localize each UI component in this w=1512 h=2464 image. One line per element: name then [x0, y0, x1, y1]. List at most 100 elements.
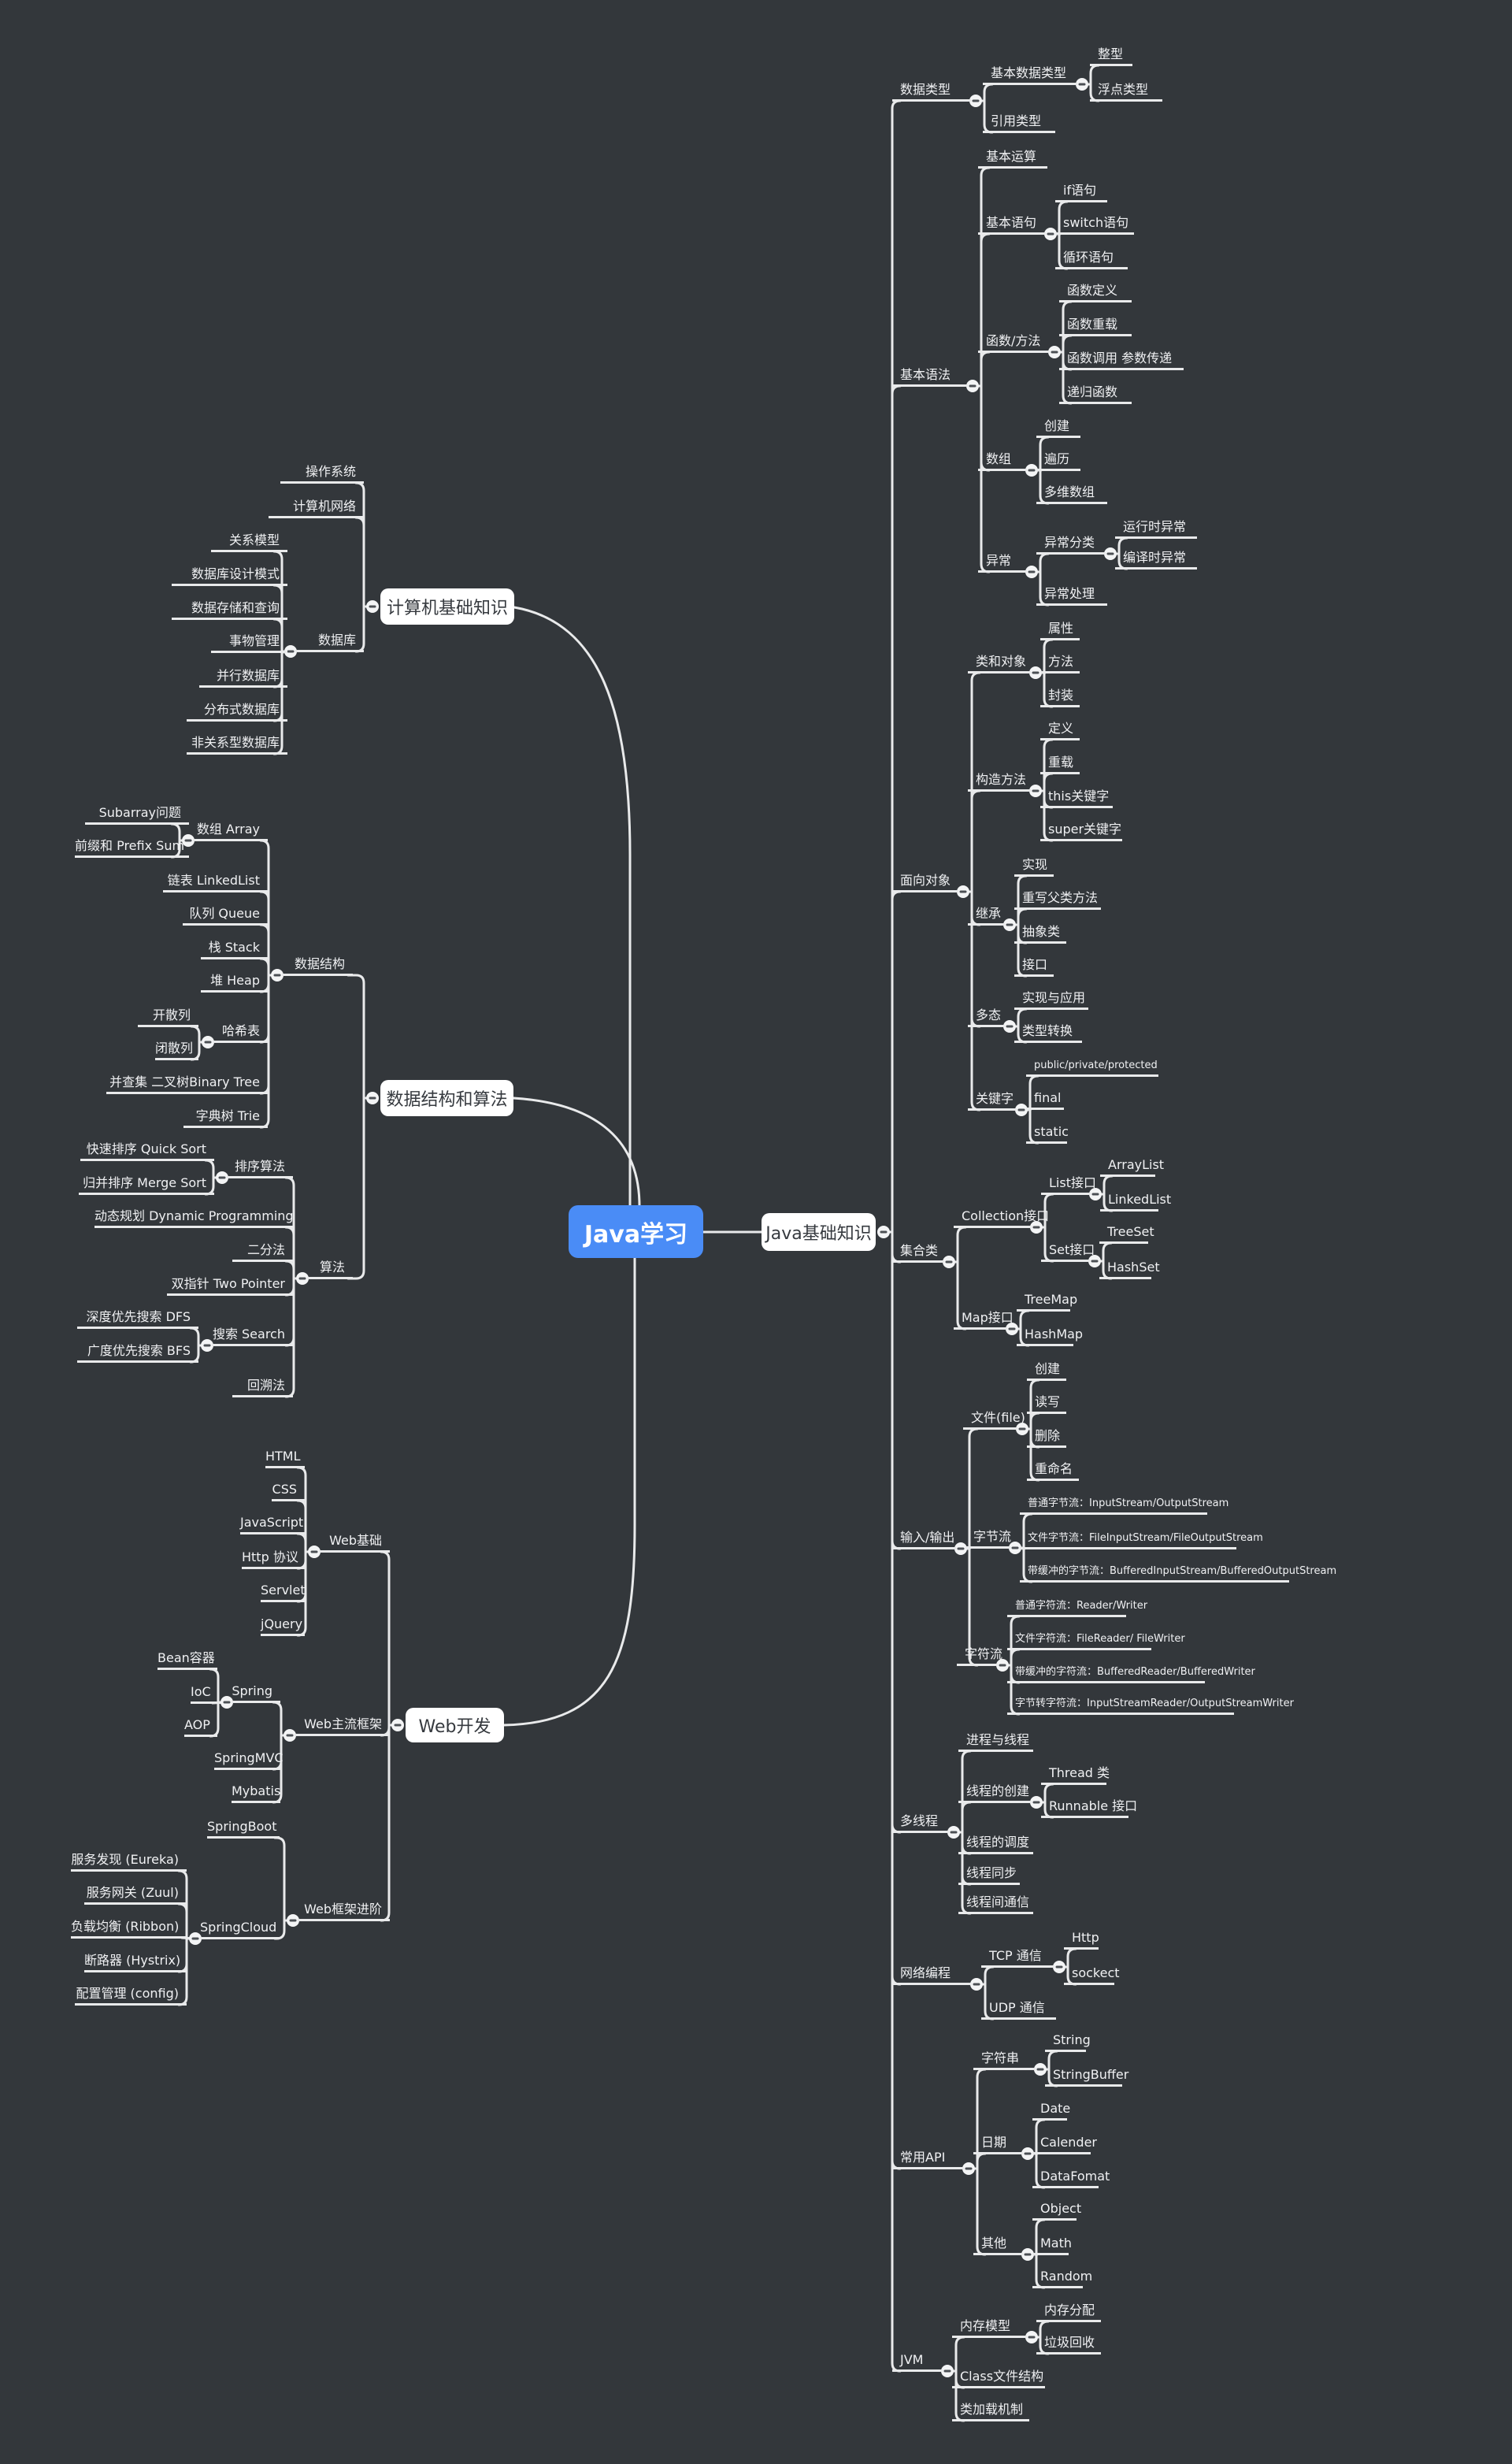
- node-w8[interactable]: Web主流框架: [295, 1716, 390, 1736]
- node-n211[interactable]: 数组: [978, 451, 1027, 471]
- node-c6[interactable]: 数据存储和查询: [172, 599, 287, 620]
- node-w6[interactable]: Servlet: [261, 1582, 306, 1602]
- node-n207[interactable]: 函数定义: [1059, 282, 1132, 302]
- node-n809[interactable]: Object: [1032, 2200, 1081, 2221]
- node-jb[interactable]: Java基础知识: [762, 1213, 876, 1251]
- node-n219[interactable]: 异常处理: [1036, 585, 1107, 606]
- node-n210[interactable]: 递归函数: [1059, 384, 1132, 404]
- node-n601[interactable]: 进程与线程: [958, 1731, 1033, 1752]
- node-n303[interactable]: 方法: [1040, 653, 1080, 674]
- node-n808[interactable]: 其他: [973, 2235, 1023, 2255]
- node-n203[interactable]: if语句: [1055, 182, 1107, 202]
- node-n308[interactable]: this关键字: [1040, 788, 1113, 808]
- node-n811[interactable]: Random: [1032, 2268, 1092, 2288]
- node-n510[interactable]: 字符流: [957, 1646, 1002, 1666]
- node-n312[interactable]: 重写父类方法: [1014, 889, 1101, 910]
- node-n602[interactable]: 线程的创建: [958, 1783, 1032, 1803]
- node-n902[interactable]: 内存分配: [1036, 2302, 1101, 2322]
- node-t7[interactable]: 网络编程: [892, 1965, 972, 1985]
- node-c4[interactable]: 关系模型: [211, 532, 287, 552]
- node-a4[interactable]: 归并排序 Merge Sort: [79, 1174, 214, 1195]
- node-d7[interactable]: 栈 Stack: [201, 939, 268, 959]
- node-w7[interactable]: jQuery: [261, 1616, 305, 1636]
- node-a11[interactable]: 回溯法: [232, 1377, 293, 1397]
- node-n512[interactable]: 文件字符流：FileReader/ FileWriter: [1007, 1630, 1185, 1650]
- node-n208[interactable]: 函数重载: [1059, 316, 1132, 336]
- node-web[interactable]: Web开发: [406, 1708, 504, 1742]
- node-n201[interactable]: 基本运算: [978, 148, 1047, 169]
- node-n505[interactable]: 重命名: [1027, 1460, 1079, 1481]
- node-c1[interactable]: 操作系统: [280, 463, 364, 484]
- node-n216[interactable]: 异常分类: [1036, 534, 1106, 555]
- node-d10[interactable]: 开散列: [138, 1007, 198, 1027]
- node-n801[interactable]: 字符串: [973, 2050, 1036, 2070]
- node-n313[interactable]: 抽象类: [1014, 923, 1066, 944]
- node-t4[interactable]: 集合类: [892, 1242, 944, 1263]
- node-n310[interactable]: 继承: [968, 905, 1005, 926]
- node-n218[interactable]: 编译时异常: [1115, 549, 1197, 570]
- node-dsa[interactable]: 数据结构和算法: [380, 1080, 513, 1116]
- node-d11[interactable]: 闭散列: [155, 1040, 198, 1060]
- node-n305[interactable]: 构造方法: [968, 771, 1031, 792]
- node-a2[interactable]: 排序算法: [227, 1158, 293, 1178]
- node-w19[interactable]: 服务网关 (Zuul): [84, 1884, 187, 1905]
- node-w9[interactable]: Spring: [232, 1683, 280, 1703]
- node-d13[interactable]: 字典树 Trie: [183, 1108, 268, 1128]
- node-n403[interactable]: ArrayList: [1100, 1156, 1164, 1177]
- node-c8[interactable]: 并行数据库: [199, 667, 287, 688]
- node-n904[interactable]: Class文件结构: [952, 2368, 1045, 2388]
- node-n307[interactable]: 重载: [1040, 754, 1080, 774]
- node-n209[interactable]: 函数调用 参数传递: [1059, 350, 1184, 370]
- node-n506[interactable]: 字节流: [965, 1528, 1011, 1549]
- node-n315[interactable]: 多态: [968, 1007, 1005, 1027]
- node-root[interactable]: Java学习: [569, 1205, 703, 1258]
- node-n215[interactable]: 异常: [978, 552, 1027, 573]
- node-n604[interactable]: Runnable 接口: [1041, 1798, 1137, 1818]
- node-n511[interactable]: 普通字符流：Reader/Writer: [1007, 1597, 1147, 1617]
- node-w14[interactable]: Mybatis: [232, 1783, 280, 1803]
- node-n702[interactable]: Http: [1064, 1929, 1099, 1950]
- node-w21[interactable]: 断路器 (Hystrix): [84, 1952, 187, 1972]
- node-c3[interactable]: 数据库: [295, 632, 364, 652]
- node-n304[interactable]: 封装: [1040, 687, 1080, 707]
- node-n212[interactable]: 创建: [1036, 417, 1080, 438]
- node-n406[interactable]: TreeSet: [1099, 1223, 1154, 1244]
- node-n810[interactable]: Math: [1032, 2235, 1072, 2255]
- node-w20[interactable]: 负载均衡 (Ribbon): [71, 1918, 187, 1939]
- node-n317[interactable]: 类型转换: [1014, 1022, 1082, 1043]
- node-n607[interactable]: 线程间通信: [958, 1894, 1033, 1914]
- node-n513[interactable]: 带缓冲的字符流：BufferedReader/BufferedWriter: [1007, 1663, 1255, 1683]
- node-d3[interactable]: Subarray问题: [85, 804, 189, 825]
- node-n314[interactable]: 接口: [1014, 956, 1054, 977]
- node-cs[interactable]: 计算机基础知识: [380, 588, 514, 625]
- node-a5[interactable]: 动态规划 Dynamic Programming: [94, 1208, 294, 1228]
- node-a6[interactable]: 二分法: [232, 1241, 293, 1262]
- node-n401[interactable]: Collection接口: [954, 1208, 1049, 1228]
- node-a3[interactable]: 快速排序 Quick Sort: [80, 1141, 214, 1161]
- node-d2[interactable]: 数组 Array: [193, 821, 268, 841]
- node-t9[interactable]: JVM: [892, 2351, 943, 2372]
- node-n701[interactable]: TCP 通信: [981, 1947, 1054, 1968]
- node-n802[interactable]: String: [1045, 2032, 1091, 2052]
- node-c7[interactable]: 事物管理: [211, 633, 287, 653]
- node-n306[interactable]: 定义: [1040, 720, 1080, 740]
- node-n320[interactable]: final: [1026, 1089, 1064, 1110]
- node-n504[interactable]: 删除: [1027, 1427, 1066, 1448]
- node-d4[interactable]: 前缀和 Prefix Sum: [75, 837, 189, 858]
- node-n509[interactable]: 带缓冲的字节流：BufferedInputStream/BufferedOutp…: [1020, 1562, 1336, 1583]
- node-w15[interactable]: Web框架进阶: [298, 1901, 390, 1921]
- node-n204[interactable]: switch语句: [1055, 214, 1134, 235]
- node-a1[interactable]: 算法: [307, 1259, 353, 1279]
- node-n104[interactable]: 浮点类型: [1090, 81, 1162, 102]
- node-n408[interactable]: Map接口: [954, 1309, 1014, 1330]
- node-n311[interactable]: 实现: [1014, 856, 1054, 877]
- node-d12[interactable]: 并查集 二叉树Binary Tree: [106, 1074, 268, 1094]
- node-a8[interactable]: 搜索 Search: [212, 1326, 293, 1346]
- node-w3[interactable]: CSS: [272, 1481, 305, 1501]
- node-w5[interactable]: Http 协议: [242, 1549, 305, 1569]
- node-n217[interactable]: 运行时异常: [1115, 518, 1197, 539]
- node-c10[interactable]: 非关系型数据库: [187, 734, 287, 755]
- node-n302[interactable]: 属性: [1040, 620, 1080, 640]
- node-n508[interactable]: 文件字节流：FileInputStream/FileOutputStream: [1020, 1529, 1263, 1549]
- node-n318[interactable]: 关键字: [968, 1090, 1017, 1111]
